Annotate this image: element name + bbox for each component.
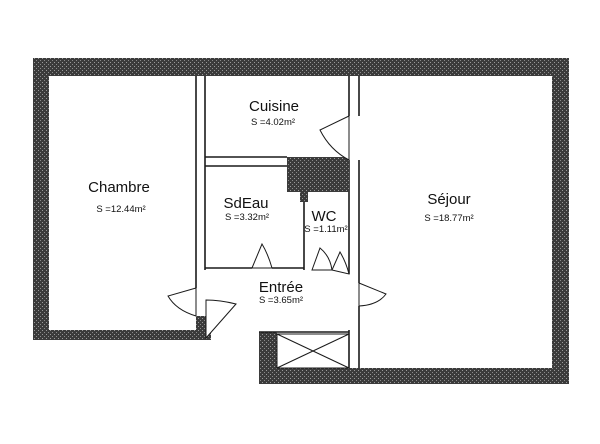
room-label-wc: WC (312, 208, 337, 225)
door-sejour (358, 282, 387, 307)
door-wc-right (331, 250, 350, 275)
wall-bottom-right (259, 368, 569, 384)
wall-left (33, 58, 49, 340)
room-area-wc: S =1.11m² (304, 224, 347, 235)
room-label-chambre: Chambre (88, 179, 150, 196)
room-area-entree: S =3.65m² (259, 295, 303, 306)
wall-bottom-left (33, 330, 211, 340)
room-label-sejour: Séjour (427, 191, 470, 208)
door-cuisine (319, 115, 350, 161)
closet (276, 333, 350, 369)
outer-walls (33, 58, 569, 384)
service-shaft (287, 157, 349, 192)
door-chambre (167, 287, 197, 317)
wall-top (33, 58, 569, 76)
door-swings (167, 115, 387, 340)
wall-entry-pillar (259, 332, 277, 384)
room-label-entree: Entrée (259, 279, 303, 296)
shaft-wall (300, 190, 308, 202)
room-area-sdeau: S =3.32m² (225, 212, 269, 223)
door-wc (311, 247, 333, 271)
wall-entry-stub (196, 316, 206, 338)
room-area-chambre: S =12.44m² (96, 204, 145, 215)
room-area-sejour: S =18.77m² (424, 213, 473, 224)
door-sdeau (251, 242, 273, 269)
room-area-cuisine: S =4.02m² (251, 117, 295, 128)
door-entree-left (205, 299, 237, 340)
room-label-cuisine: Cuisine (249, 98, 299, 115)
wall-right (552, 58, 569, 384)
room-label-sdeau: SdEau (223, 195, 268, 212)
